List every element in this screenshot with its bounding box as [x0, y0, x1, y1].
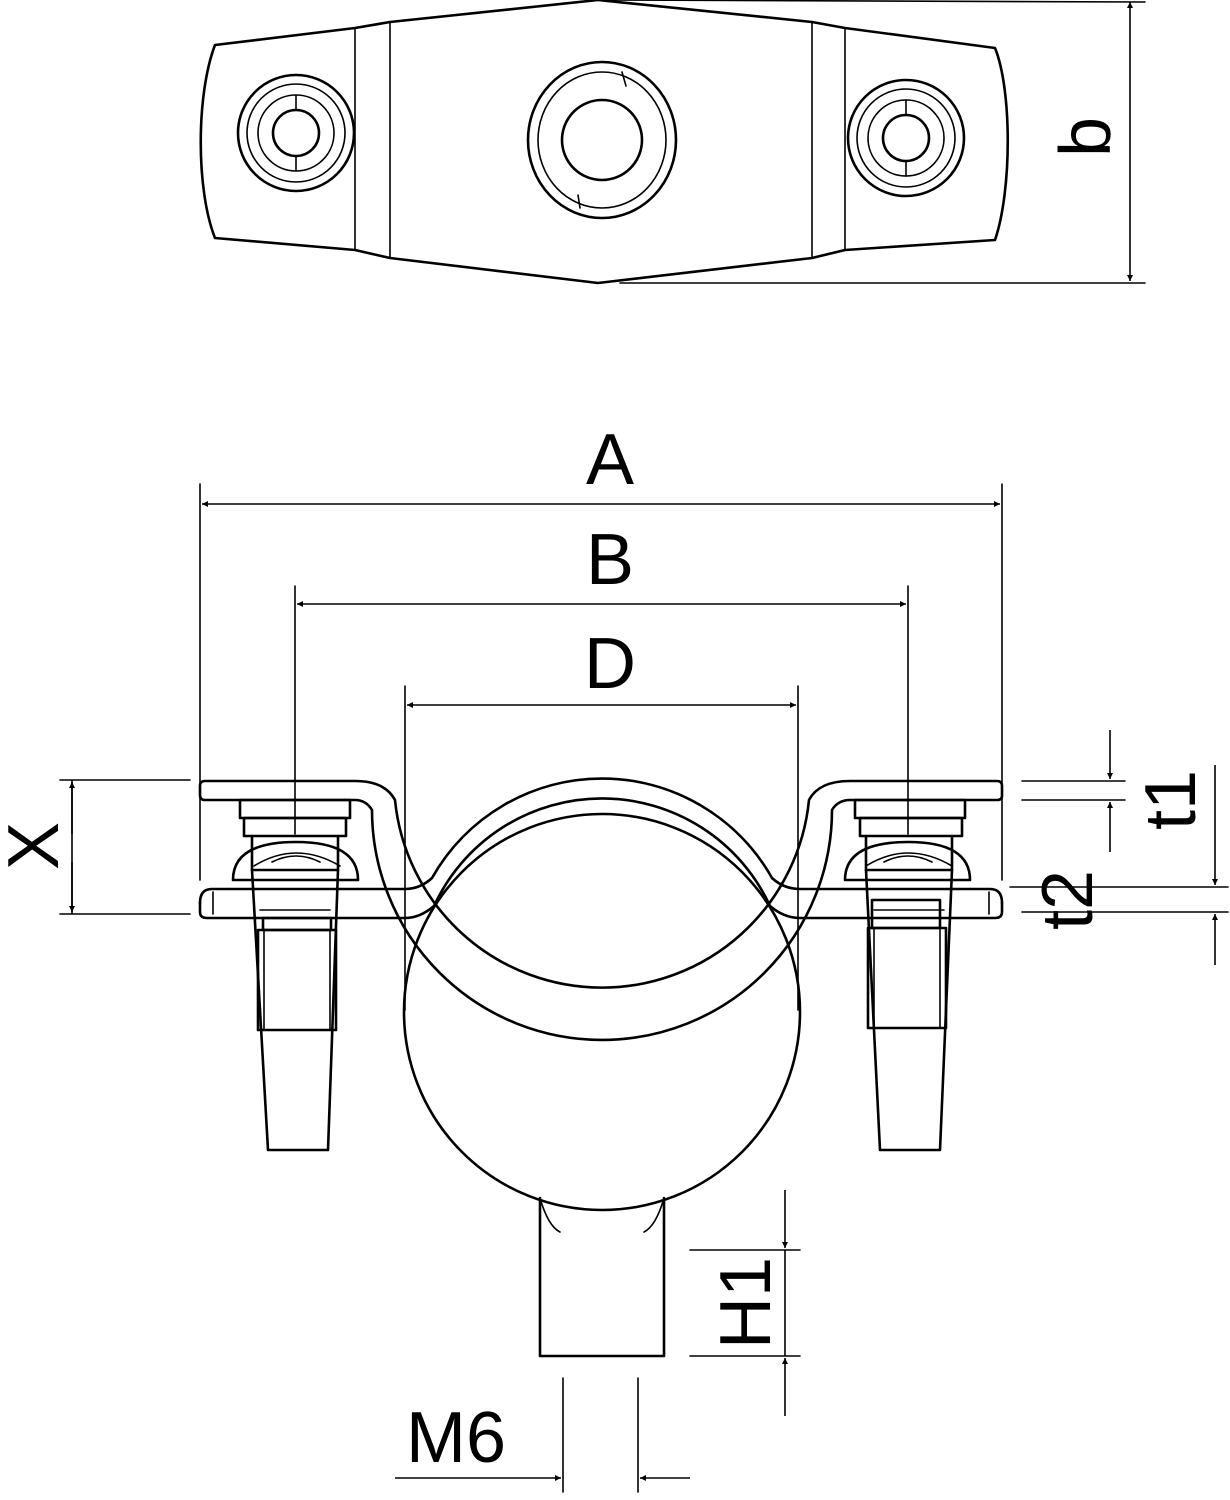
upper-strap	[198, 797, 1004, 920]
dimension-t1	[1009, 765, 1229, 965]
front-view: A B D t1 X	[0, 420, 1229, 1493]
dimension-H1	[689, 1190, 801, 1416]
dim-label-t1: t1	[1131, 770, 1211, 830]
dim-label-H1: H1	[706, 1257, 786, 1349]
dim-label-b: b	[1046, 117, 1126, 157]
center-thread-boss	[526, 60, 678, 220]
right-screw-hole	[846, 78, 966, 198]
dim-label-A: A	[586, 420, 634, 500]
dim-label-B: B	[586, 520, 634, 600]
pipe	[402, 812, 802, 1212]
left-screw	[231, 798, 360, 1152]
dimension-t2	[1021, 730, 1126, 852]
right-screw	[843, 798, 972, 1152]
top-view: b	[199, 0, 1146, 285]
dim-label-t2: t2	[1028, 870, 1108, 930]
dimension-b	[599, 0, 1146, 284]
dimension-A	[199, 483, 1003, 881]
dim-label-M6: M6	[406, 1398, 506, 1478]
dimension-B	[294, 585, 909, 835]
lower-strap	[198, 779, 1004, 1042]
top-view-outline	[199, 0, 1009, 285]
left-screw-hole	[236, 73, 356, 193]
dimension-X	[59, 779, 191, 915]
dimension-D	[404, 685, 799, 1011]
dimension-M6	[395, 1377, 690, 1493]
dim-label-X: X	[0, 822, 74, 870]
threaded-boss	[538, 1196, 666, 1358]
dim-label-D: D	[584, 624, 636, 704]
